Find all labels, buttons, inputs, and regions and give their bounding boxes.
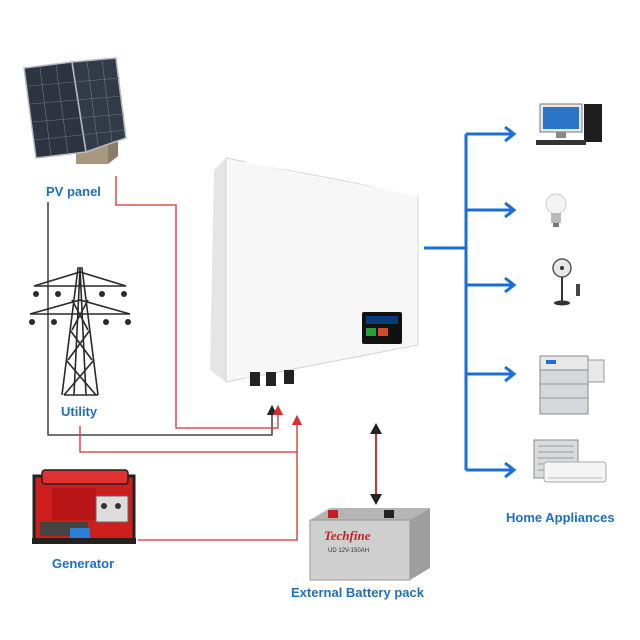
generator-label: Generator: [52, 556, 115, 571]
battery-brand-text: Techfine: [324, 528, 371, 543]
utility-label: Utility: [61, 404, 98, 419]
utility-red-wire: [79, 414, 303, 453]
home-appliances-label: Home Appliances: [506, 510, 615, 525]
pv-red-wire: [115, 176, 284, 429]
generator-red-wire: [138, 452, 298, 541]
battery-model-text: UD 12V-150AH: [328, 548, 369, 554]
pv-black-wire: [47, 202, 278, 436]
battery-pack-label: External Battery pack: [291, 585, 424, 600]
pv-panel-label: PV panel: [46, 184, 101, 199]
appliance-feed-lines: [424, 125, 517, 479]
